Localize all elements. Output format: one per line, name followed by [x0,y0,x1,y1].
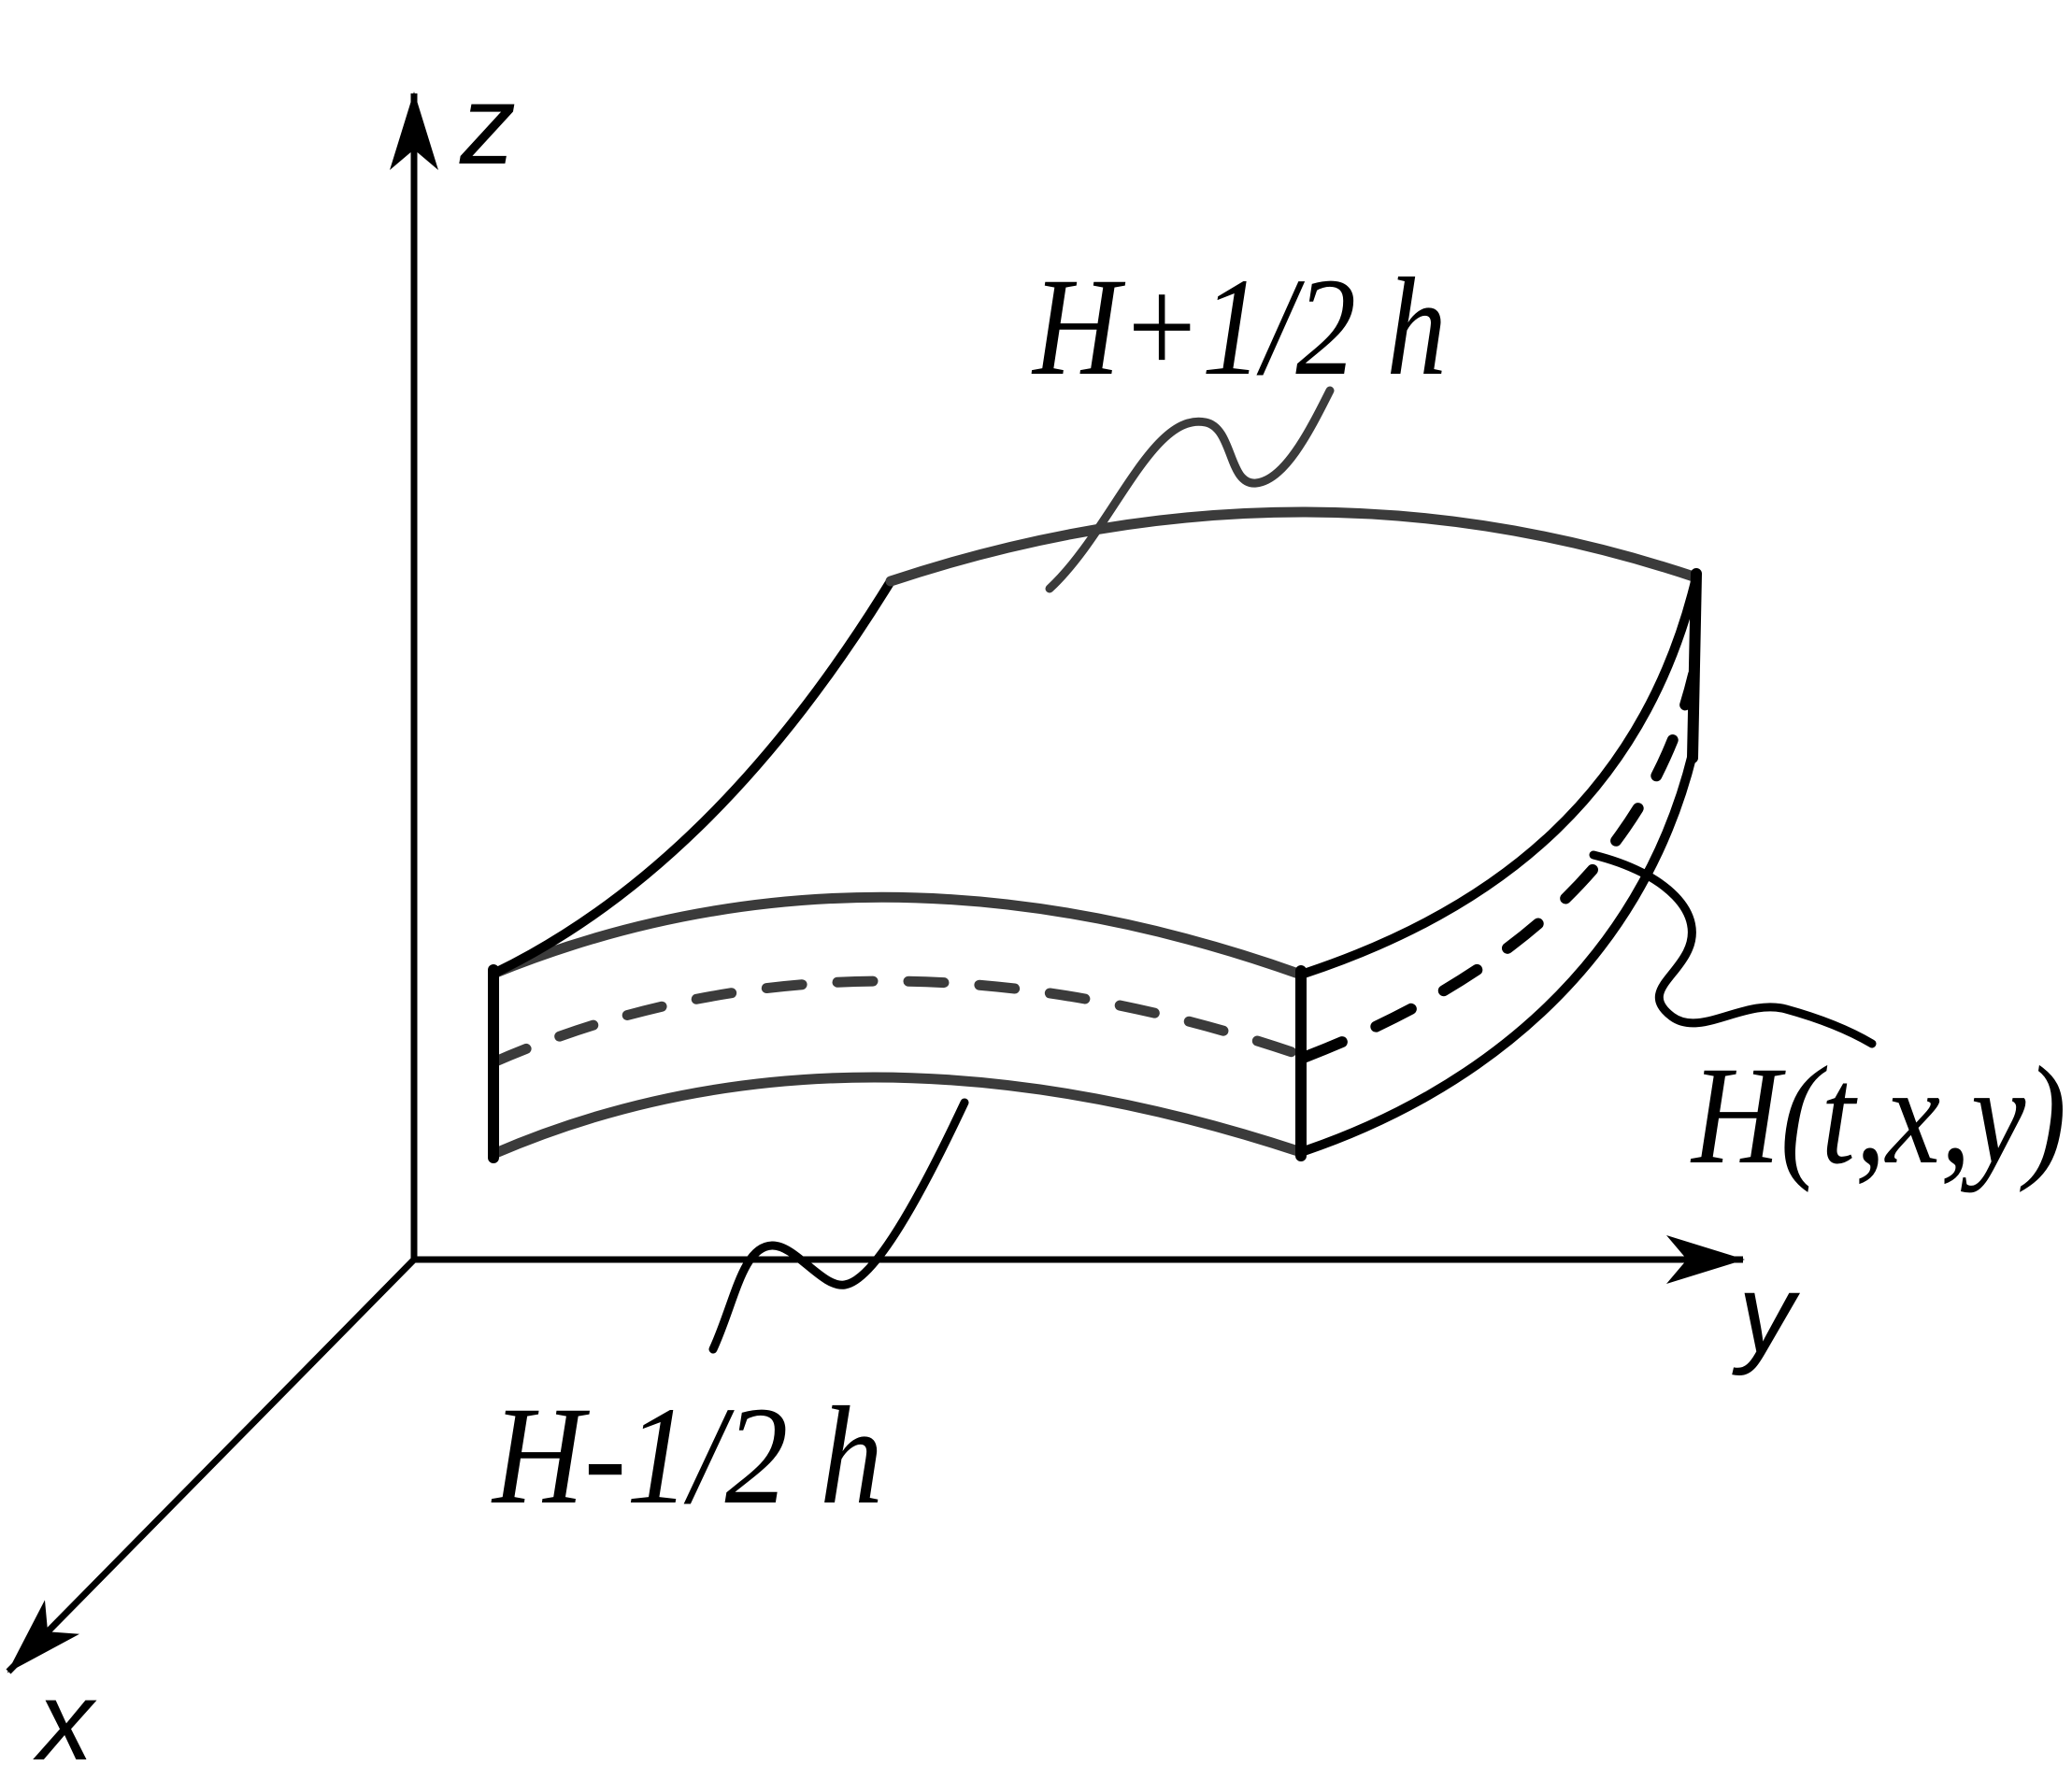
x-axis-label: x [33,1659,97,1780]
thickness-function-label: H(t,x,y) [1690,1038,2066,1193]
x-axis-line [6,1257,417,1674]
mid-surface-dashed-line-front [488,975,1311,1068]
leader-lines [708,386,1877,1354]
front-face-bottom-edge [488,1072,1307,1160]
upper-surface-leader-line [1045,386,1335,593]
lower-surface-leader-line [708,1098,969,1354]
shell-element [488,506,1702,1163]
lower-surface-label: H-1/2 h [491,1378,883,1533]
upper-surface-label: H+1/2 h [1031,249,1447,405]
top-face-right-edge [1296,573,1701,979]
right-face-bottom-edge [1296,749,1697,1157]
top-face-back-edge [885,506,1702,587]
z-axis-label: z [459,63,516,188]
back-right-vertical-edge [1687,568,1702,763]
thickness-leader-line [1589,850,1877,1048]
top-face-left-edge [489,577,895,978]
y-axis-label: y [1732,1251,1801,1376]
front-face-top-edge [488,891,1307,980]
mid-surface-dashed-line-right [1300,669,1699,1062]
coordinate-axes [6,92,1745,1674]
